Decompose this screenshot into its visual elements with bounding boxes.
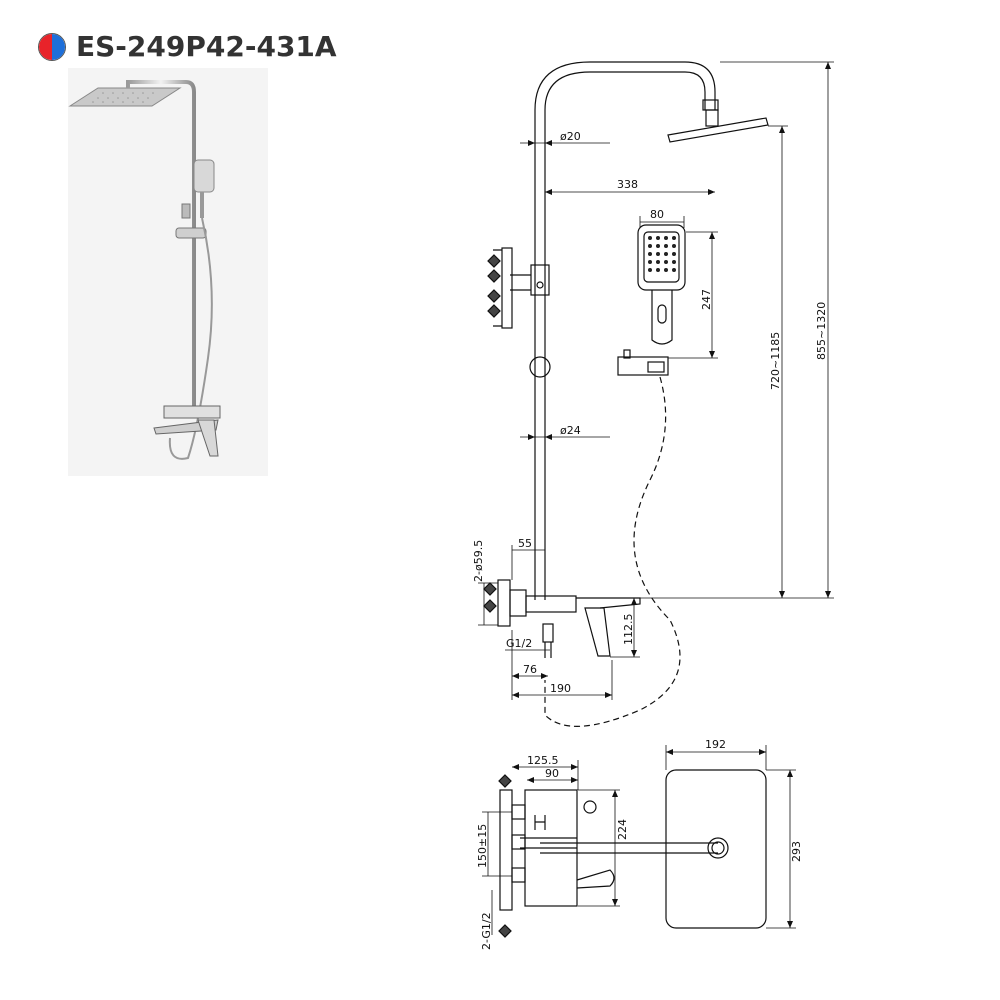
hot-cold-badge-icon — [38, 32, 66, 61]
label-body-depth-total: 125.5 — [527, 754, 559, 767]
label-inlet-spacing: 150±15 — [476, 824, 489, 868]
label-mixer-projection: 190 — [550, 682, 571, 695]
hand-shower-icon — [637, 224, 686, 291]
label-mixer-offset: 76 — [523, 663, 537, 676]
rain-head-top-icon — [665, 769, 767, 929]
mixer-lever-icon — [584, 607, 611, 657]
label-inlet-threads: 2-G1/2 — [480, 912, 493, 950]
label-escutcheon: 2-ø59.5 — [472, 540, 485, 582]
label-head-length: 293 — [790, 841, 803, 862]
shower-system-illustration — [68, 80, 221, 460]
hot-half — [39, 33, 52, 60]
label-escutcheon-depth: 55 — [518, 537, 532, 550]
label-head-width: 192 — [705, 738, 726, 751]
rain-head-side-icon — [667, 117, 769, 143]
label-upper-diameter: ø20 — [560, 130, 581, 143]
slider-knob-icon — [529, 356, 551, 378]
label-total-height-range: 855~1320 — [815, 302, 828, 360]
model-title: ES-249P42-431A — [76, 30, 337, 63]
label-body-height: 224 — [616, 819, 629, 840]
upper-riser-pipe — [534, 61, 716, 600]
label-spout-drop: 112.5 — [622, 614, 635, 646]
label-head-height-range: 720~1185 — [769, 332, 782, 390]
label-arm-reach: 338 — [617, 178, 638, 191]
cold-half — [52, 33, 65, 60]
label-inlet-thread: G1/2 — [506, 637, 532, 650]
wall-bracket-icon — [530, 264, 550, 296]
hose-path — [544, 376, 681, 727]
label-hand-width: 80 — [650, 208, 664, 221]
label-lower-diameter: ø24 — [560, 424, 581, 437]
mixer-body-icon — [163, 405, 221, 419]
product-photo — [68, 68, 268, 476]
label-hand-height: 247 — [700, 289, 713, 310]
shower-holder-icon — [617, 356, 669, 376]
title-row: ES-249P42-431A — [38, 30, 337, 63]
label-body-depth: 90 — [545, 767, 559, 780]
mixer-wall-plate-icon — [497, 579, 511, 627]
